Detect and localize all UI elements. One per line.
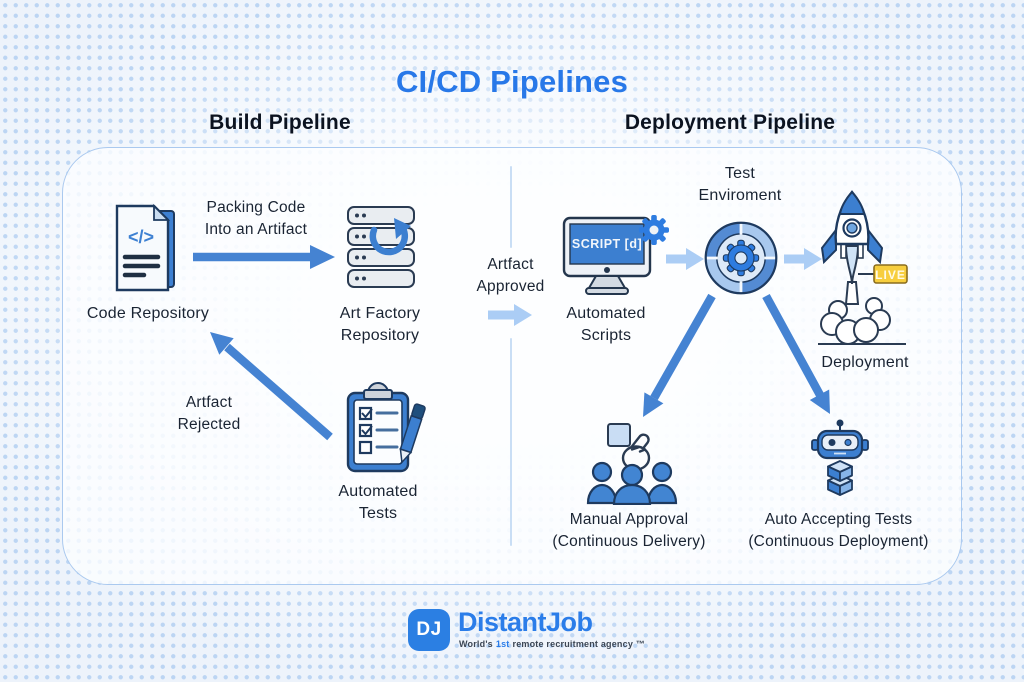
cubes-icon <box>827 460 853 496</box>
smoke-cloud <box>820 297 891 345</box>
gear-icon <box>722 239 760 277</box>
people-icon <box>586 461 678 505</box>
refresh-arrow-icon <box>369 218 411 256</box>
pipeline-container <box>62 147 962 585</box>
automated-scripts-icon: SCRIPT [d] <box>562 215 669 295</box>
arrow-artifact-rejected <box>210 332 333 441</box>
manual-approval-icon <box>586 423 678 505</box>
arrow-packing-code <box>193 245 335 269</box>
diagram-title: CI/CD Pipelines <box>395 64 629 99</box>
code-glyph: </> <box>128 227 154 247</box>
build-pipeline-header: Build Pipeline <box>209 111 351 134</box>
auto-accepting-robot-icon <box>811 419 869 496</box>
live-badge-text: LIVE <box>875 268 906 282</box>
code-repository-label: Code Repository <box>86 305 210 322</box>
deployment-label: Deployment <box>821 354 909 371</box>
pipeline-divider-top <box>510 166 512 248</box>
pipeline-divider-bottom <box>510 338 512 546</box>
arrow-test-to-deployment <box>784 248 822 270</box>
brand-name: DistantJob <box>458 607 593 637</box>
artifact-rejected-edge-label: Artfact Rejected <box>177 394 241 433</box>
script-screen-text: SCRIPT [d] <box>572 237 642 251</box>
art-factory-repository-icon <box>347 206 415 288</box>
automated-scripts-label: Automated Scripts <box>566 305 646 344</box>
deployment-pipeline-header: Deployment Pipeline <box>624 111 836 134</box>
automated-tests-label: Automated Tests <box>338 483 418 522</box>
packing-code-edge-label: Packing Code Into an Artifact <box>204 199 308 238</box>
arrow-artifact-approved <box>488 304 532 326</box>
test-environment-icon <box>704 221 778 295</box>
artifact-approved-edge-label: Artfact Approved <box>476 256 545 295</box>
art-factory-repository-label: Art Factory Repository <box>339 305 421 344</box>
arrow-test-to-auto-accepting <box>762 293 830 414</box>
test-environment-label: Test Enviroment <box>698 165 782 204</box>
dj-logo-mark: DJ <box>408 609 450 651</box>
automated-tests-icon <box>346 382 426 473</box>
live-badge: LIVE <box>858 264 908 284</box>
code-repository-icon: </> <box>115 203 175 292</box>
arrow-scripts-to-test <box>666 248 704 270</box>
pen-icon <box>399 403 426 464</box>
arrow-test-to-manual-approval <box>643 293 716 417</box>
manual-approval-label: Manual Approval (Continuous Delivery) <box>552 511 706 550</box>
button-square <box>607 423 631 447</box>
hand-click-icon <box>621 433 651 471</box>
deployment-rocket-icon: LIVE <box>818 190 908 345</box>
auto-accepting-tests-label: Auto Accepting Tests (Continuous Deploym… <box>748 511 929 550</box>
gear-icon <box>639 215 669 245</box>
